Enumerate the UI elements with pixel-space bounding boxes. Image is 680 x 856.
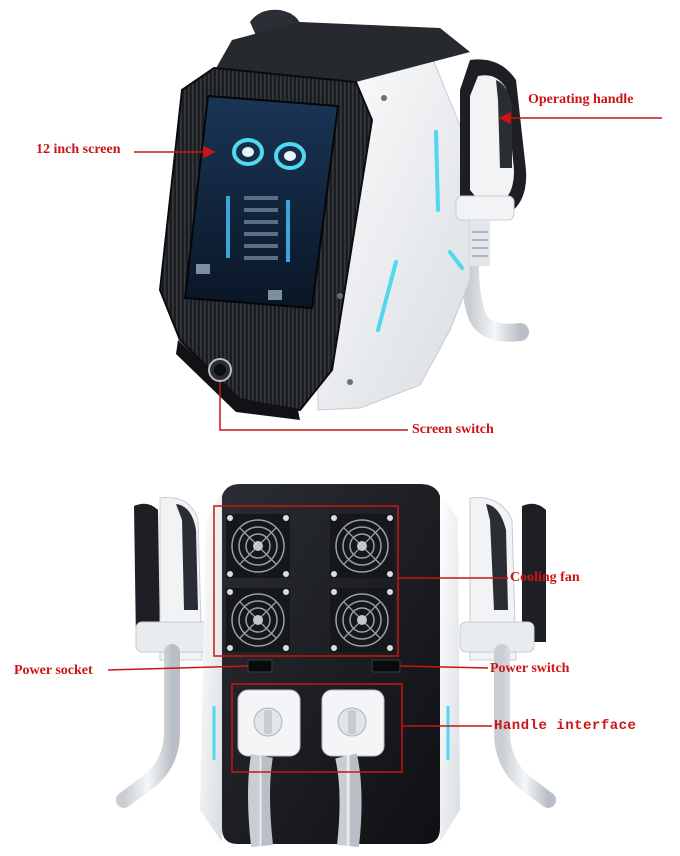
label-handle-interface: Handle interface [494,718,637,734]
leader-power-switch [399,665,489,669]
label-power-switch: Power switch [490,661,570,676]
cyan-accent-lower [376,260,398,332]
handle-interface-left [237,689,301,848]
label-operating-handle: Operating handle [528,92,634,107]
cooling-fans [226,514,394,652]
front-base [176,340,300,420]
power-switch [371,659,401,673]
box-cooling-fan [213,505,399,657]
operating-handle [455,59,527,266]
front-top-panel [215,22,470,82]
box-handle-interface [231,683,403,773]
arrow-screen [203,145,216,159]
label-power-socket: Power socket [14,663,93,678]
back-view-device [116,484,556,848]
front-cable [461,253,529,342]
label-screen-switch: Screen switch [412,422,494,437]
screen-switch-button [208,358,232,382]
cyan-accent-side [448,250,464,270]
power-socket [247,659,273,673]
right-handle [459,496,556,808]
label-cooling-fan: Cooling fan [510,570,580,585]
leader-screen-switch [219,382,408,431]
cooling-fan-3 [226,588,290,652]
left-handle [116,496,211,808]
leader-power-socket [107,665,249,671]
arrow-operating-handle [498,111,511,125]
front-view-device [158,9,529,420]
screen-ui [196,138,306,300]
cooling-fan-1 [226,514,290,578]
cyan-accent-top [434,130,440,212]
handle-interface-right [321,689,385,848]
annotation-lines [107,111,662,773]
front-screen [183,94,340,310]
label-12-inch-screen: 12 inch screen [36,142,121,157]
cooling-fan-2 [330,514,394,578]
cooling-fan-4 [330,588,394,652]
